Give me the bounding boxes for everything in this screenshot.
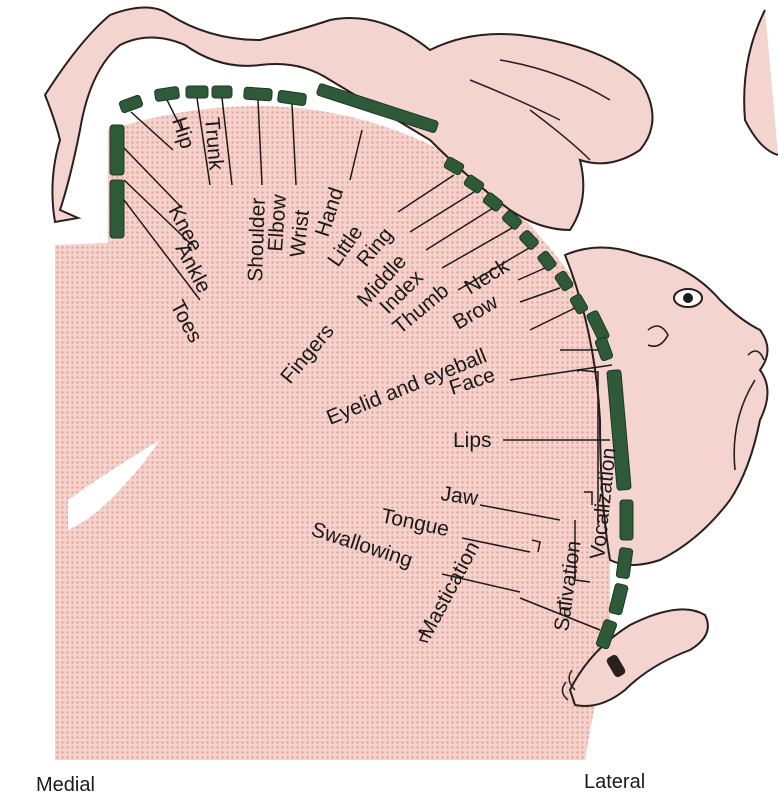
label-lateral: Lateral xyxy=(584,771,645,793)
label-trunk: Trunk xyxy=(200,116,228,171)
label-medial: Medial xyxy=(36,774,95,796)
label-lips: Lips xyxy=(453,429,492,452)
